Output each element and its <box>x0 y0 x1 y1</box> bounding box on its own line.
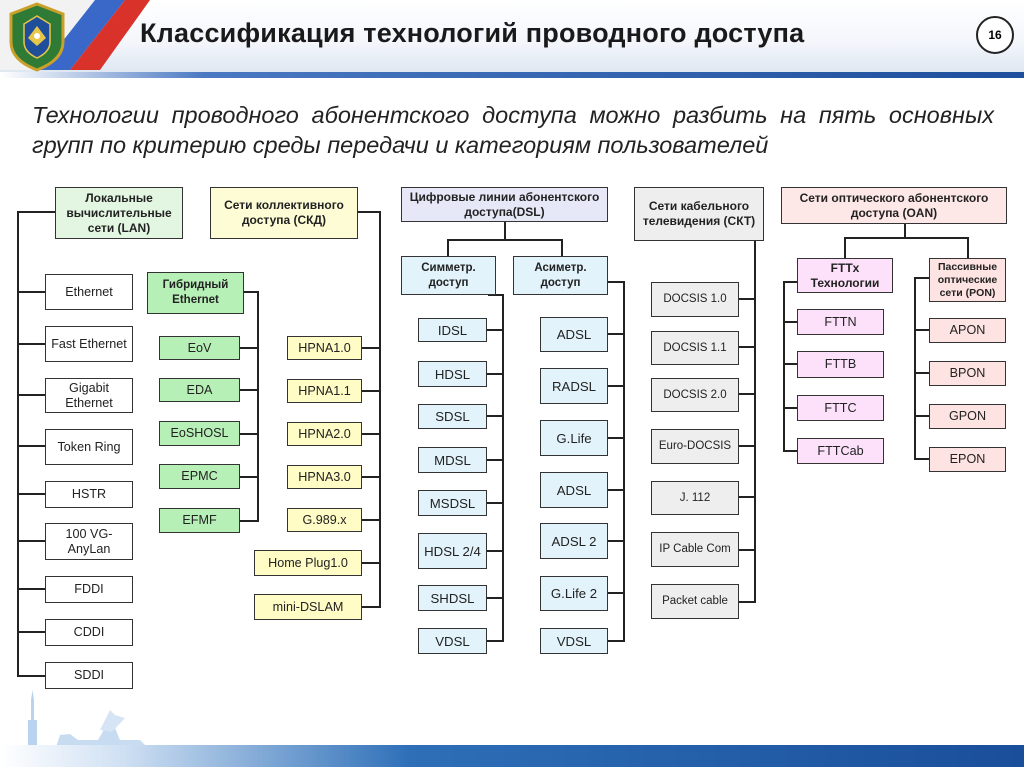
slide-header: Классификация технологий проводного дост… <box>0 0 1024 78</box>
hybrid-item: EoSHOSL <box>159 421 240 446</box>
lan-item: HSTR <box>45 481 133 508</box>
lan-item: FDDI <box>45 576 133 603</box>
intro-text: Технологии проводного абонентского досту… <box>32 102 994 158</box>
city-skyline-decoration <box>0 690 170 750</box>
lan-item: CDDI <box>45 619 133 646</box>
skd-item: mini-DSLAM <box>254 594 362 620</box>
ktv-item: DOCSIS 1.1 <box>651 331 739 365</box>
page-number: 16 <box>976 16 1014 54</box>
hybrid-item: EoV <box>159 336 240 360</box>
ktv-item: DOCSIS 2.0 <box>651 378 739 412</box>
skd-item: Home Plug1.0 <box>254 550 362 576</box>
ktv-item: Euro-DOCSIS <box>651 429 739 464</box>
ktv-header: Сети кабельного телевидения (СКТ) <box>634 187 764 241</box>
pon-header: Пассивные оптические сети (PON) <box>929 258 1006 302</box>
dsl-asym-item: RADSL <box>540 368 608 404</box>
dsl-sym-item: SHDSL <box>418 585 487 611</box>
lan-item: Fast Ethernet <box>45 326 133 362</box>
dsl-asym-item: ADSL 2 <box>540 523 608 559</box>
dsl-sym-item: MSDSL <box>418 490 487 516</box>
pon-item: APON <box>929 318 1006 343</box>
skd-item: HPNA1.0 <box>287 336 362 360</box>
pon-item: BPON <box>929 361 1006 386</box>
ktv-item: J. 112 <box>651 481 739 515</box>
dsl-sym-item: HDSL <box>418 361 487 387</box>
skd-item: HPNA1.1 <box>287 379 362 403</box>
dsl-sym-item: SDSL <box>418 404 487 429</box>
pon-item: GPON <box>929 404 1006 429</box>
fttx-header: FTTx Технологии <box>797 258 893 293</box>
dsl-asym-item: G.Life <box>540 420 608 456</box>
ktv-item: Packet cable <box>651 584 739 619</box>
fttx-item: FTTC <box>797 395 884 421</box>
page-title: Классификация технологий проводного дост… <box>140 18 805 48</box>
lan-item: Token Ring <box>45 429 133 465</box>
skd-header: Сети коллективного доступа (СКД) <box>210 187 358 239</box>
hybrid-item: EFMF <box>159 508 240 533</box>
header-divider <box>0 72 1024 78</box>
lan-header: Локальные вычислительные сети (LAN) <box>55 187 183 239</box>
dsl-sym-item: MDSL <box>418 447 487 473</box>
lan-item: SDDI <box>45 662 133 689</box>
lan-item: 100 VG-AnyLan <box>45 523 133 560</box>
dsl-asym-item: G.Life 2 <box>540 576 608 611</box>
ktv-item: IP Cable Com <box>651 532 739 567</box>
fttx-item: FTTCab <box>797 438 884 464</box>
fttx-item: FTTB <box>797 351 884 378</box>
dsl-symmetric-header: Симметр. доступ <box>401 256 496 295</box>
dsl-header: Цифровые линии абонентского доступа(DSL) <box>401 187 608 222</box>
hybrid-ethernet-header: Гибридный Ethernet <box>147 272 244 314</box>
pon-item: EPON <box>929 447 1006 472</box>
dsl-asymmetric-header: Асиметр. доступ <box>513 256 608 295</box>
skd-item: G.989.x <box>287 508 362 532</box>
dsl-asym-item: VDSL <box>540 628 608 654</box>
lan-item: Ethernet <box>45 274 133 310</box>
dsl-sym-item: HDSL 2/4 <box>418 533 487 569</box>
footer-bar <box>0 745 1024 767</box>
oan-header: Сети оптического абонентского доступа (O… <box>781 187 1007 224</box>
dsl-sym-item: IDSL <box>418 318 487 342</box>
hybrid-item: EDA <box>159 378 240 402</box>
lan-item: Gigabit Ethernet <box>45 378 133 413</box>
ktv-item: DOCSIS 1.0 <box>651 282 739 317</box>
skd-item: HPNA2.0 <box>287 422 362 446</box>
dsl-asym-item: ADSL <box>540 472 608 508</box>
hybrid-item: EPMC <box>159 464 240 489</box>
emblem-icon <box>9 2 65 72</box>
fttx-item: FTTN <box>797 309 884 335</box>
dsl-asym-item: ADSL <box>540 317 608 352</box>
skd-item: HPNA3.0 <box>287 465 362 489</box>
dsl-sym-item: VDSL <box>418 628 487 654</box>
